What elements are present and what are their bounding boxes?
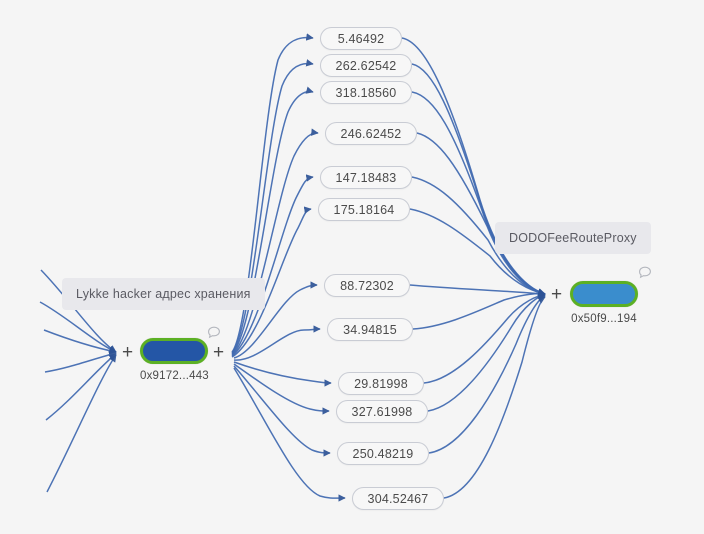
source-node-comment-icon[interactable] [206,325,222,341]
source-node-collapse-left[interactable]: + [122,342,134,363]
target-node-comment-icon[interactable] [637,265,653,281]
node-source-pill[interactable] [140,338,209,364]
transaction-value-box[interactable]: 246.62452 [325,122,417,145]
node-source[interactable]: 0x9172...443 [140,338,209,382]
transaction-value-box[interactable]: 327.61998 [336,400,428,423]
transaction-value-box[interactable]: 262.62542 [320,54,412,77]
outgoing-edges [231,33,346,502]
transaction-value-box[interactable]: 34.94815 [327,318,413,341]
node-target-tooltip: DODOFeeRouteProxy [495,222,651,254]
transaction-value-box[interactable]: 147.18483 [320,166,412,189]
node-source-label: 0x9172...443 [140,370,209,382]
node-target[interactable]: 0x50f9...194 [570,281,638,325]
transaction-value-box[interactable]: 250.48219 [337,442,429,465]
node-target-pill[interactable] [570,281,638,307]
target-node-expand-left[interactable]: + [551,284,563,305]
source-node-expand-right[interactable]: + [213,342,225,363]
converging-edges [401,37,546,499]
transaction-value-box[interactable]: 175.18164 [318,198,410,221]
transaction-value-box[interactable]: 318.18560 [320,81,412,104]
node-source-tooltip: Lykke hacker адрес хранения [62,278,265,310]
transaction-value-box[interactable]: 88.72302 [324,274,410,297]
transaction-value-box[interactable]: 5.46492 [320,27,402,50]
transaction-value-box[interactable]: 29.81998 [338,372,424,395]
node-target-label: 0x50f9...194 [571,313,637,325]
transaction-value-box[interactable]: 304.52467 [352,487,444,510]
